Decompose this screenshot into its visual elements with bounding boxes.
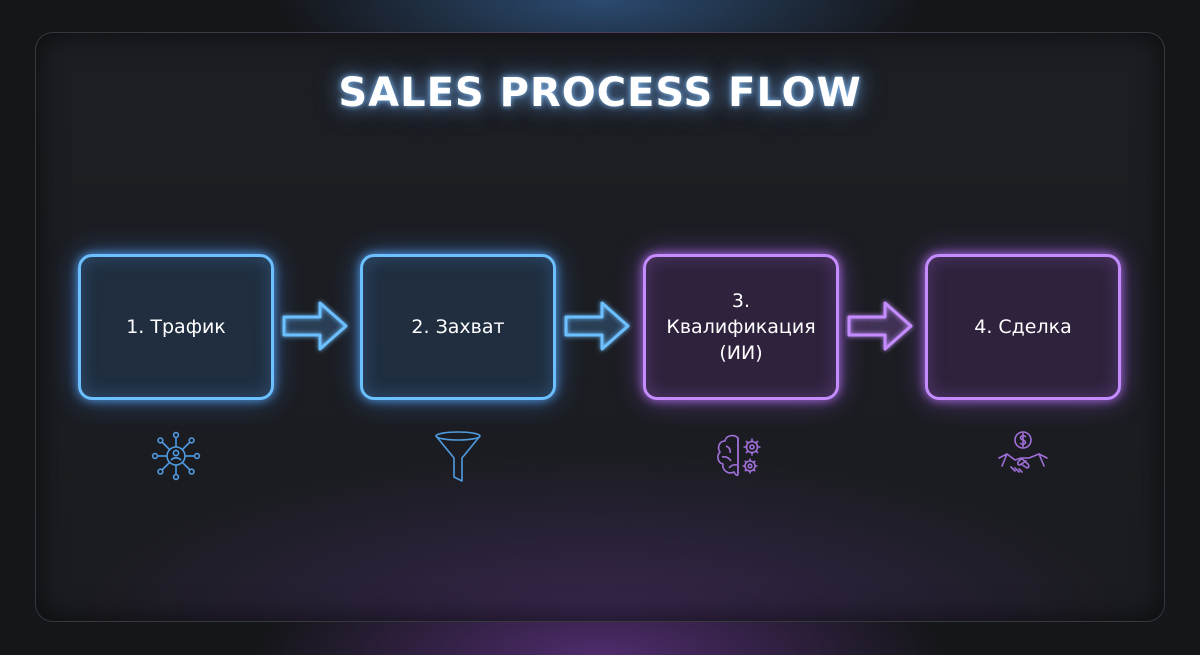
step-label: 2. Захват [411,316,505,338]
funnel-icon [435,431,481,482]
network-user-icon [151,431,201,481]
step-traffic: 1. Трафик [78,254,274,400]
step-capture: 2. Захват [360,254,556,400]
brain-gear-icon [717,434,761,477]
step-qualification: 3. Квалификация (ИИ) [643,254,839,400]
handshake-dollar-icon [998,431,1048,473]
arrow-right-icon [847,301,913,351]
arrow-right-icon [282,301,348,351]
diagram-title: SALES PROCESS FLOW [338,70,862,116]
arrow-right-icon [564,301,630,351]
step-deal: 4. Сделка [925,254,1121,400]
step-label: 4. Сделка [974,316,1072,338]
step-label: 1. Трафик [126,316,226,338]
step-label: 3. Квалификация (ИИ) [666,290,816,364]
